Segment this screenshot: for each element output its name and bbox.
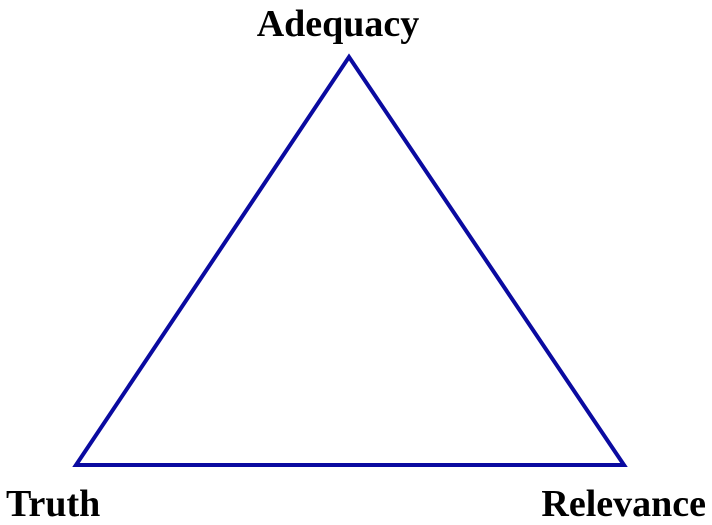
vertex-label-adequacy: Adequacy [257, 3, 420, 45]
triangle-outline [72, 53, 628, 467]
vertex-label-relevance: Relevance [541, 483, 706, 525]
vertex-label-truth: Truth [6, 483, 100, 525]
